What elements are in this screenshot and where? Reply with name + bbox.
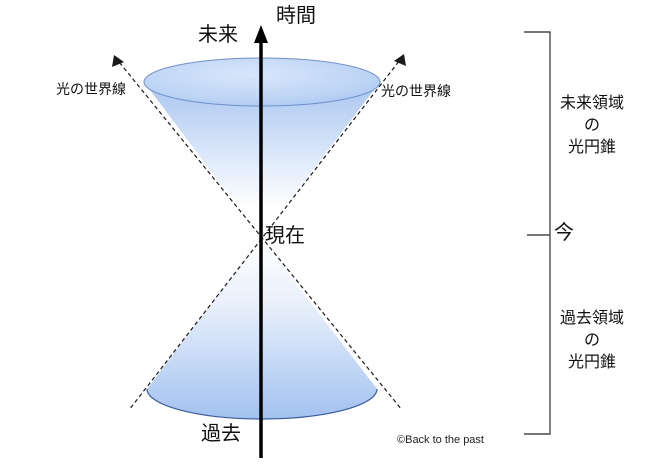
worldline-left-label: 光の世界線 — [56, 81, 126, 97]
light-worldline-left-line — [114, 56, 403, 411]
future-label: 未来 — [198, 24, 238, 46]
copyright-text: ©Back to the past — [397, 434, 484, 446]
time-axis-label: 時間 — [276, 5, 316, 27]
arrow-up-right-icon — [394, 54, 406, 66]
arrow-up-icon — [254, 25, 268, 43]
now-label: 今 — [554, 222, 574, 244]
future-region-label: 未来領域 の 光円錐 — [559, 95, 624, 156]
arrow-up-left-icon — [112, 55, 124, 67]
light-worldline-right-line — [128, 55, 404, 411]
region-bracket — [524, 31, 551, 435]
worldline-right-label: 光の世界線 — [381, 83, 451, 99]
past-region-label: 過去領域 の 光円錐 — [559, 310, 624, 371]
past-label: 過去 — [201, 423, 241, 445]
present-label: 現在 — [265, 225, 305, 247]
